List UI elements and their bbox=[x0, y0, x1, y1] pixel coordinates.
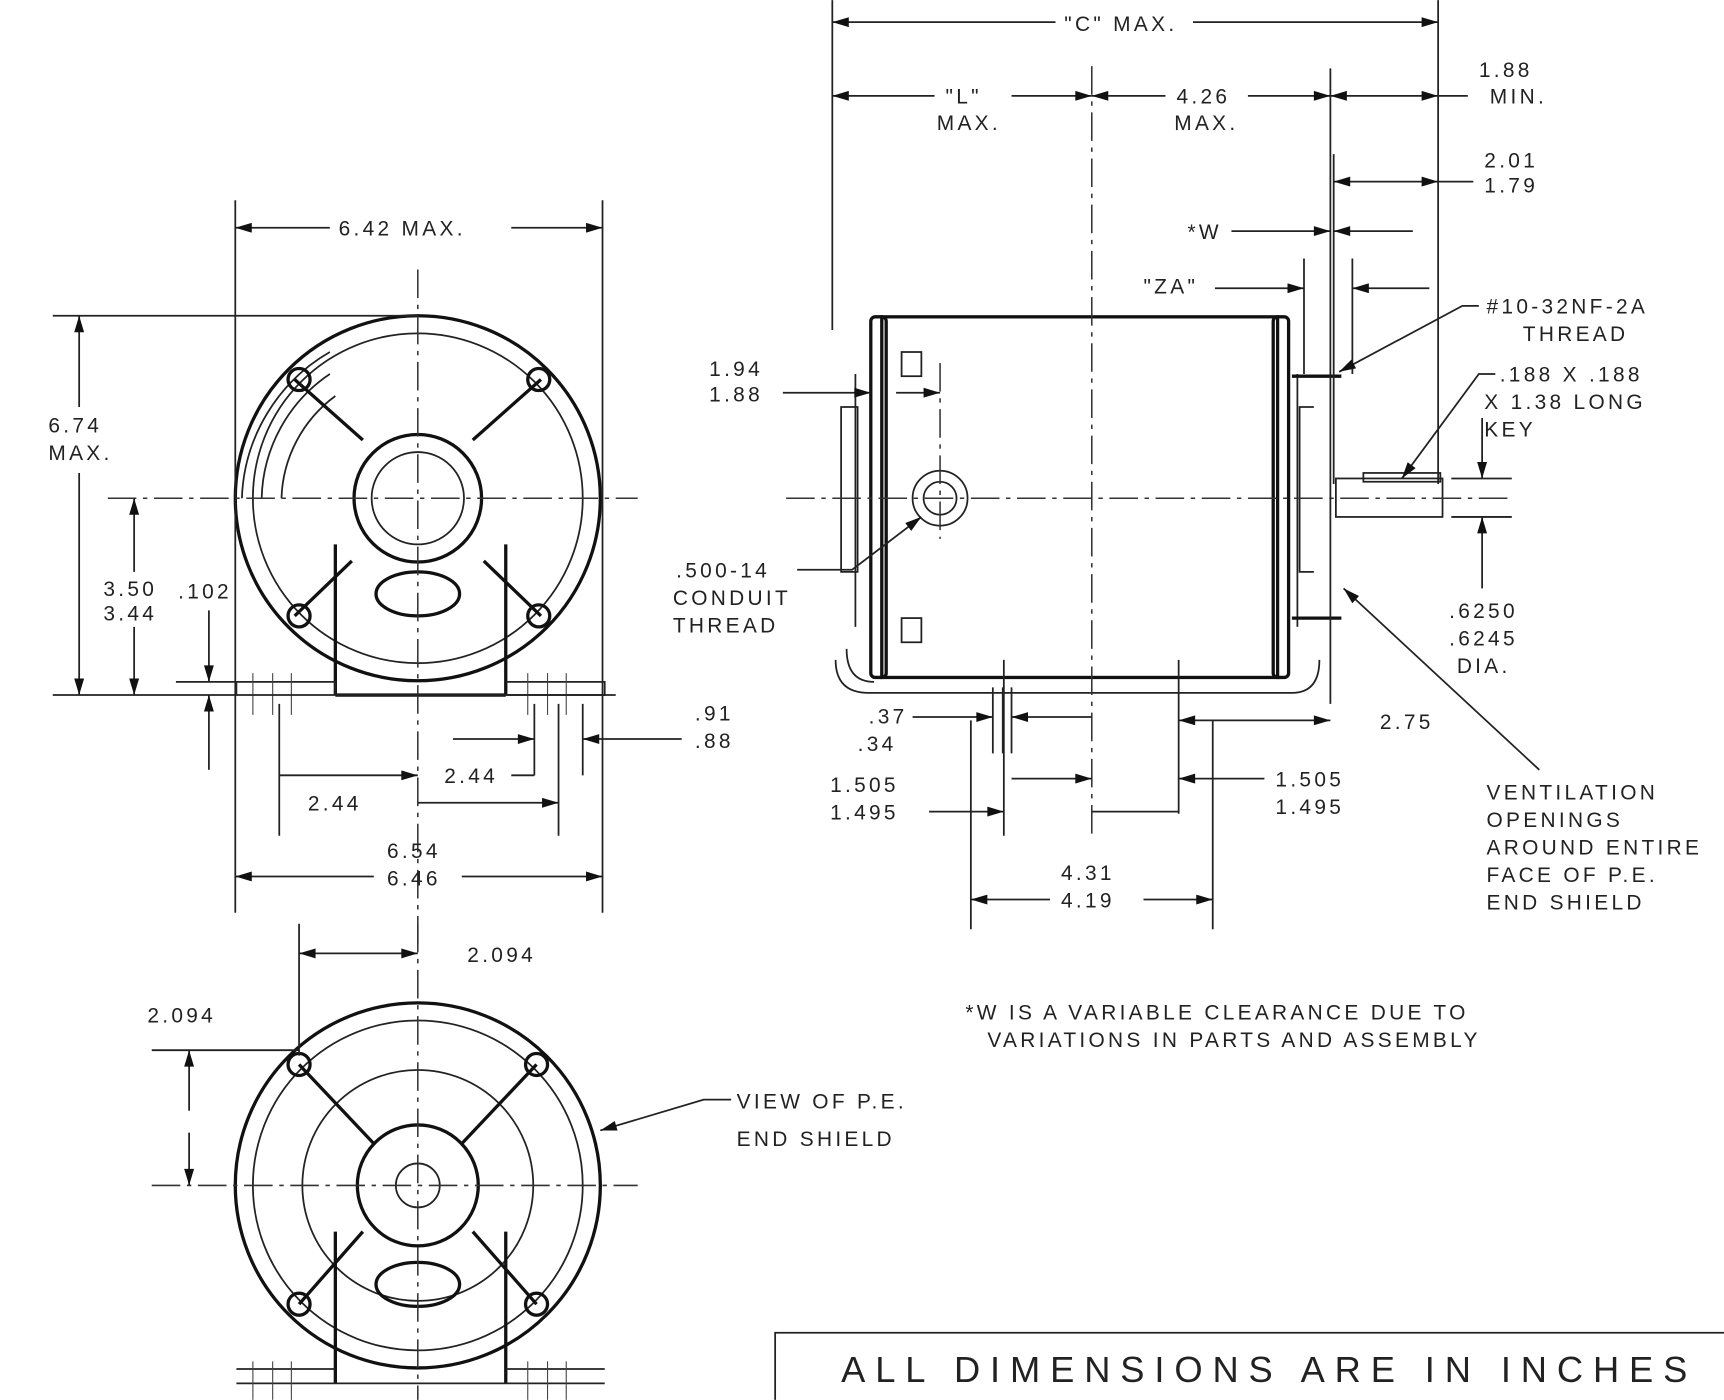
vent-note-2: OPENINGS bbox=[1487, 809, 1624, 832]
front-view: 6.42 MAX. 6.74 MAX. 3.50 3.44 .102 .91 .… bbox=[48, 200, 734, 946]
dim-431-2: 4.19 bbox=[1061, 889, 1115, 912]
dim-foot-thickness: .102 bbox=[178, 580, 232, 603]
dim-c-max: "C" MAX. bbox=[1064, 13, 1177, 36]
dim-offset-y: 2.094 bbox=[147, 1005, 216, 1028]
za-label: "ZA" bbox=[1143, 276, 1198, 299]
dim-037-1: .37 bbox=[869, 706, 908, 729]
end-shield-callout-1: VIEW OF P.E. bbox=[737, 1090, 907, 1113]
conduit-note-3: THREAD bbox=[673, 614, 779, 637]
dim-slot-1: .91 bbox=[695, 702, 734, 725]
dim-1505-right-1: 1.505 bbox=[1275, 768, 1344, 791]
conduit-note-2: CONDUIT bbox=[673, 587, 791, 610]
vent-note-3: AROUND ENTIRE bbox=[1487, 836, 1703, 859]
dim-height-2: MAX. bbox=[48, 442, 112, 465]
conduit-note-1: .500-14 bbox=[676, 559, 770, 582]
dim-width: 6.42 MAX. bbox=[339, 217, 466, 240]
dim-height-1: 6.74 bbox=[48, 414, 102, 437]
dim-431-1: 4.31 bbox=[1061, 862, 1115, 885]
dim-1505-left-1: 1.505 bbox=[830, 774, 899, 797]
dim-offset-x: 2.094 bbox=[467, 944, 536, 967]
dim-426-1: 4.26 bbox=[1176, 86, 1230, 109]
key-note-3: KEY bbox=[1484, 419, 1536, 442]
units-note: ALL DIMENSIONS ARE IN INCHES bbox=[841, 1349, 1697, 1390]
side-view: "C" MAX. "L" MAX. 4.26 MAX. 1.88 MIN. 2.… bbox=[673, 0, 1703, 930]
key-note-1: .188 X .188 bbox=[1500, 364, 1643, 387]
dim-194-2: 1.88 bbox=[709, 383, 763, 406]
dim-1505-right-2: 1.495 bbox=[1275, 796, 1344, 819]
dim-194-1: 1.94 bbox=[709, 358, 763, 381]
dim-201-1: 2.01 bbox=[1484, 149, 1538, 172]
end-shield-view: 2.094 2.094 VIEW OF P.E. END SHIELD bbox=[147, 923, 907, 1400]
dim-l-max-2: MAX. bbox=[937, 112, 1001, 135]
end-shield-callout-2: END SHIELD bbox=[737, 1128, 895, 1151]
dim-426-2: MAX. bbox=[1174, 112, 1238, 135]
dim-base-2: 6.46 bbox=[387, 867, 441, 890]
dim-1505-left-2: 1.495 bbox=[830, 801, 899, 824]
shaft-dia-1: .6250 bbox=[1449, 600, 1518, 623]
dim-188-1: 1.88 bbox=[1479, 59, 1533, 82]
thread-note-1: #10-32NF-2A bbox=[1487, 296, 1649, 319]
key-note-2: X 1.38 LONG bbox=[1484, 391, 1646, 414]
vent-note-5: END SHIELD bbox=[1487, 891, 1645, 914]
footnote-2: VARIATIONS IN PARTS AND ASSEMBLY bbox=[987, 1029, 1480, 1052]
dim-275: 2.75 bbox=[1380, 711, 1434, 734]
dim-half-slot-left: 2.44 bbox=[308, 792, 362, 815]
thread-note-2: THREAD bbox=[1523, 323, 1629, 346]
shaft-dia-2: .6245 bbox=[1449, 628, 1518, 651]
vent-note-1: VENTILATION bbox=[1487, 782, 1659, 805]
dim-l-max-1: "L" bbox=[946, 86, 982, 109]
units-box: ALL DIMENSIONS ARE IN INCHES bbox=[774, 1331, 1724, 1400]
dim-shaft-height-2: 3.44 bbox=[103, 602, 157, 625]
dim-slot-2: .88 bbox=[695, 730, 734, 753]
footnote-1: *W IS A VARIABLE CLEARANCE DUE TO bbox=[965, 1001, 1468, 1024]
dim-half-slot-right: 2.44 bbox=[444, 765, 498, 788]
vent-note-4: FACE OF P.E. bbox=[1487, 864, 1658, 887]
dim-037-2: .34 bbox=[858, 733, 897, 756]
dim-201-2: 1.79 bbox=[1484, 175, 1538, 198]
dim-shaft-height-1: 3.50 bbox=[103, 578, 157, 601]
dim-base-1: 6.54 bbox=[387, 840, 441, 863]
w-label: *W bbox=[1187, 221, 1221, 244]
shaft-dia-3: DIA. bbox=[1457, 655, 1511, 678]
dim-188-2: MIN. bbox=[1490, 86, 1547, 109]
